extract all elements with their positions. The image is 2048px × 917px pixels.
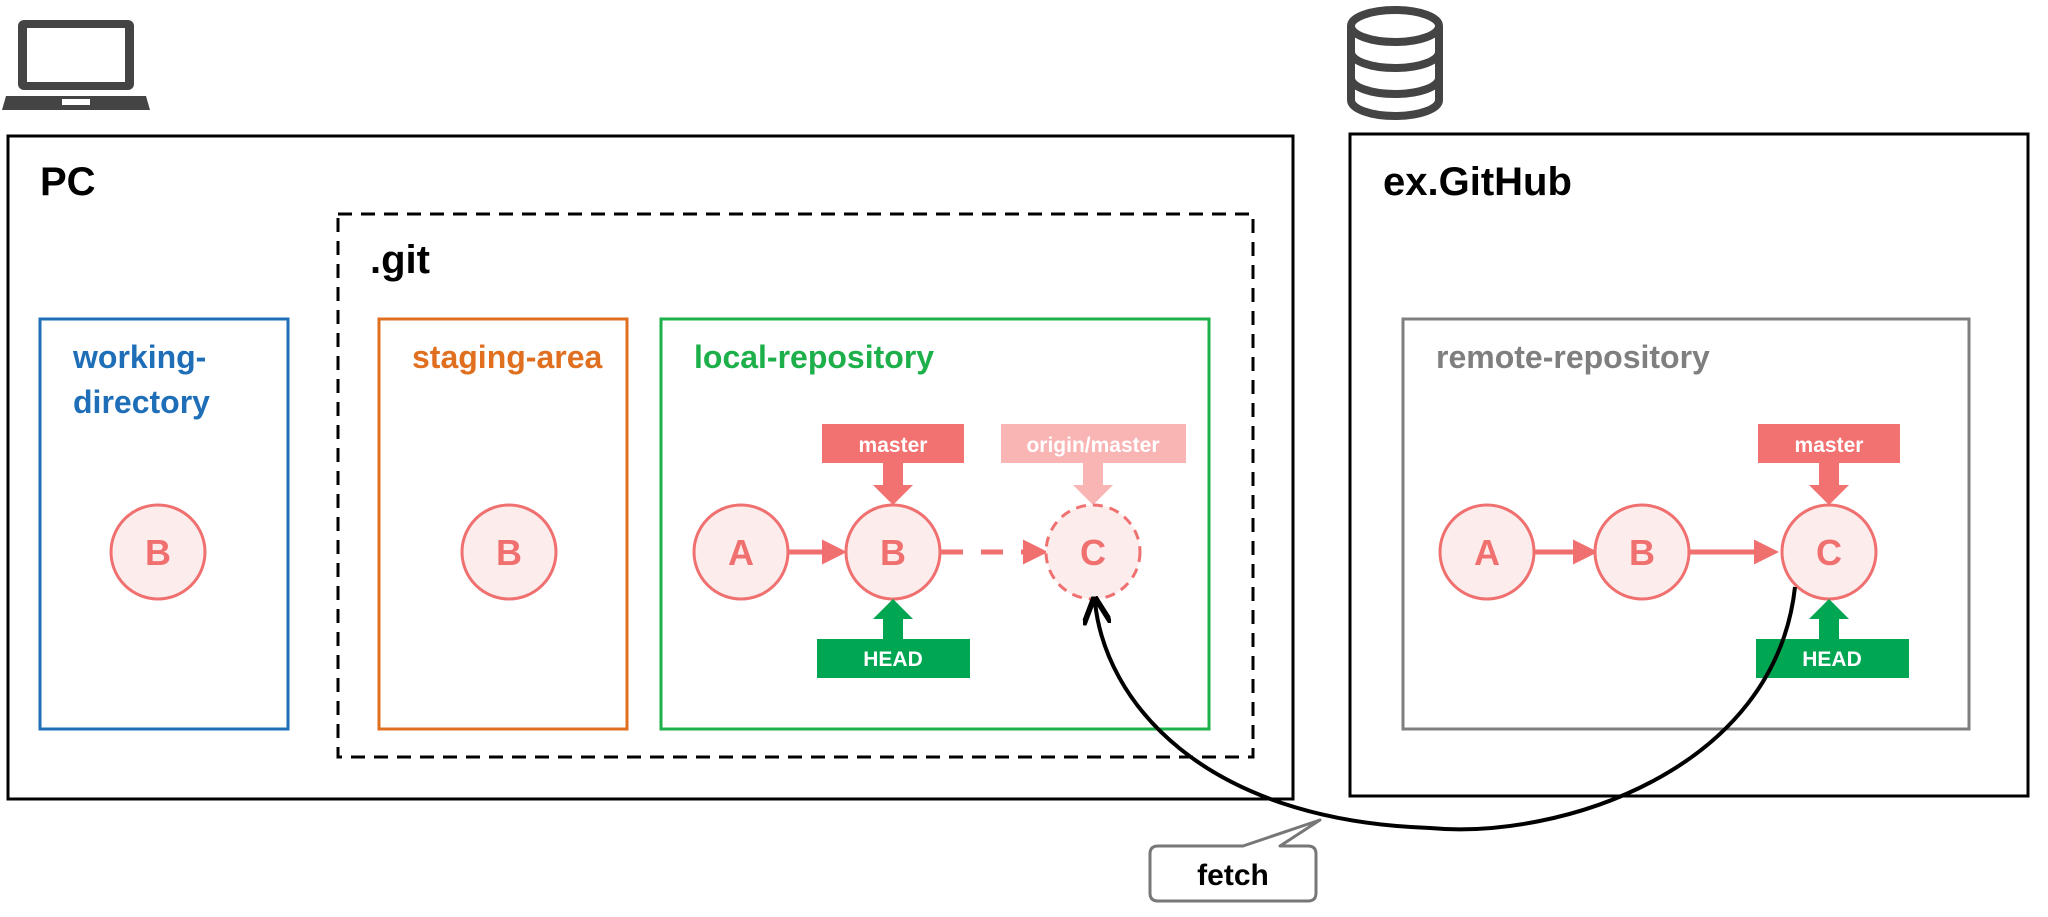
master-tag (822, 424, 964, 463)
head-pointer-arrow (873, 599, 913, 639)
commit-node (1438, 503, 1536, 601)
master-tag-label: master (1795, 434, 1864, 457)
commit-label: C (1080, 532, 1106, 573)
working-directory-box (38, 317, 290, 731)
master-pointer-arrow (873, 463, 913, 505)
local-repository-title: local-repository (694, 339, 934, 375)
commit-node (1593, 503, 1691, 601)
origin-master-pointer-arrow (1073, 463, 1113, 505)
commit-label: B (496, 532, 522, 573)
github-title: ex.GitHub (1383, 160, 1572, 204)
staging-area-title: staging-area (412, 339, 602, 375)
commit-label: A (728, 532, 754, 573)
fetch-label: fetch (1197, 859, 1269, 892)
working-directory-title-line2: directory (73, 384, 210, 420)
commit-node (109, 503, 207, 601)
local-repository-box (659, 317, 1211, 731)
commit-node (692, 503, 790, 601)
head-tag (817, 639, 970, 678)
fetch-callout (1148, 818, 1322, 903)
head-tag-label: HEAD (863, 648, 923, 671)
remote-repository-box (1401, 317, 1971, 731)
master-tag (1758, 424, 1900, 463)
working-directory-title-line1: working- (72, 339, 206, 375)
fetch-arrow (1095, 586, 1797, 832)
master-tag-label: master (859, 434, 928, 457)
github-box (1348, 132, 2030, 798)
commit-label: B (1629, 532, 1655, 573)
commit-label: A (1474, 532, 1500, 573)
commit-label: B (880, 532, 906, 573)
commit-label: C (1816, 532, 1842, 573)
origin-master-tag-label: origin/master (1026, 434, 1159, 457)
commit-label: B (145, 532, 171, 573)
git-box (336, 212, 1255, 759)
staging-area-box (377, 317, 629, 731)
head-tag-label: HEAD (1802, 648, 1862, 671)
database-icon (1347, 6, 1443, 120)
commit-node (460, 503, 558, 601)
origin-master-tag (1001, 424, 1186, 463)
head-pointer-arrow (1809, 599, 1849, 639)
remote-repository-title: remote-repository (1436, 339, 1710, 375)
master-pointer-arrow (1809, 463, 1849, 505)
git-title: .git (370, 238, 430, 282)
laptop-icon (2, 20, 150, 110)
pc-box (6, 134, 1295, 801)
pc-title: PC (40, 160, 96, 204)
